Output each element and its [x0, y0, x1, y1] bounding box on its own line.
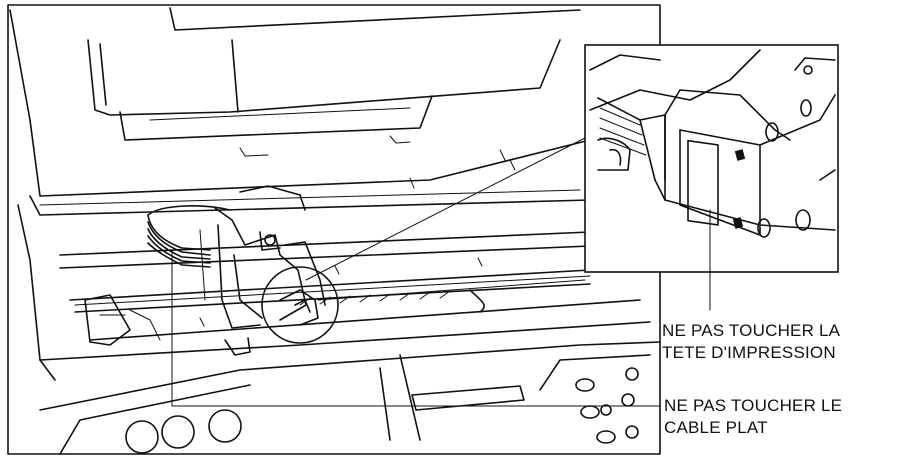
printer-body: [17, 149, 651, 381]
main-illustration: [7, 4, 661, 455]
illustration-frame: [7, 4, 661, 455]
callout-flat-cable-line2: CABLE PLAT: [664, 418, 768, 437]
print-head-contact: [687, 139, 719, 226]
zoom-lines: [305, 137, 586, 301]
magnifier-circle: [261, 266, 339, 344]
callout-flat-cable-line1: NE PAS TOUCHER LE: [664, 396, 843, 415]
control-panel: [39, 341, 661, 455]
flat-cable: [147, 205, 231, 268]
leader-lines: [171, 209, 711, 407]
print-head-carriage: [199, 185, 326, 356]
callout-print-head-line2: TETE D'IMPRESSION: [662, 343, 836, 362]
panel-button: [208, 409, 242, 443]
callout-print-head: NE PAS TOUCHER LA TETE D'IMPRESSION: [662, 320, 840, 364]
panel-button: [161, 415, 195, 449]
panel-button: [125, 420, 159, 454]
print-head-inset: [584, 44, 839, 273]
callout-flat-cable: NE PAS TOUCHER LE CABLE PLAT: [664, 395, 842, 439]
inset-frame: [584, 44, 839, 273]
callout-print-head-line1: NE PAS TOUCHER LA: [662, 321, 841, 340]
printer-cover: [9, 7, 591, 216]
